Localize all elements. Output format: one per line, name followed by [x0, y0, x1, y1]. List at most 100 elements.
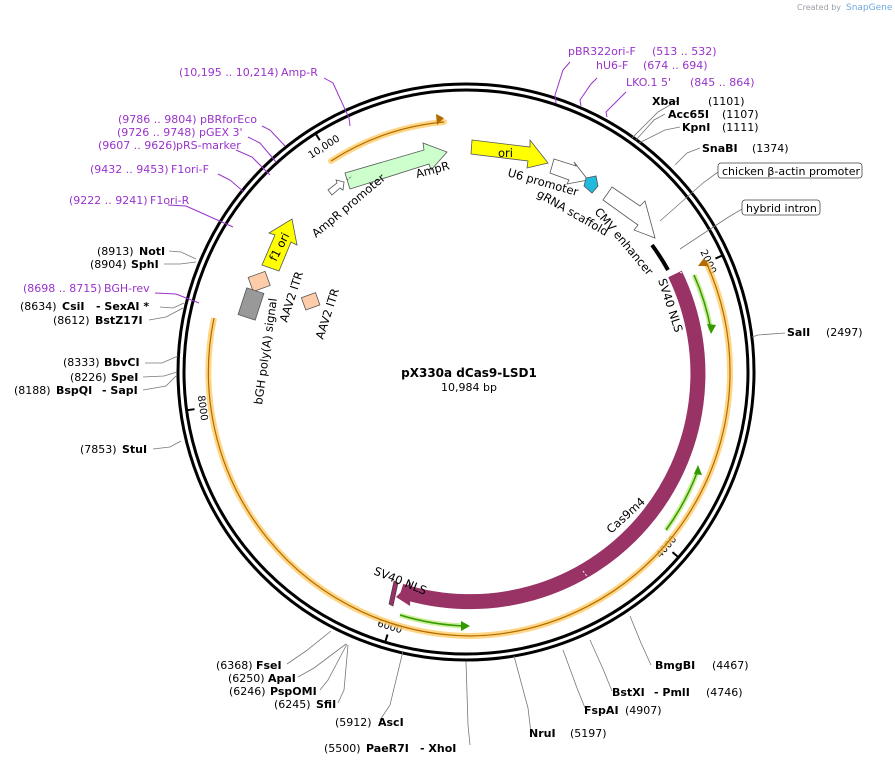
enzyme-bspqi-name: BspQI	[56, 384, 92, 397]
primer-lko1-range: (845 .. 864)	[690, 76, 755, 89]
enzyme-fsei-pos: (6368)	[216, 659, 253, 672]
primer-prs-marker-name: pRS-marker	[176, 139, 241, 152]
ori-feature	[470, 138, 549, 169]
enzyme-apai-name: ApaI	[268, 672, 296, 685]
enzyme-sfii-pos: (6245)	[274, 698, 311, 711]
enzyme-pspomi-pos: (6246)	[229, 685, 266, 698]
orange-arc-top-arrow	[436, 114, 444, 125]
enzyme-noti-name: NotI	[139, 245, 165, 258]
green-arc-3-arrow	[461, 621, 470, 631]
hybrid-intron-label: hybrid intron	[746, 202, 817, 215]
enzyme-nrui-name: NruI	[529, 727, 556, 740]
primer-amp-r-name: Amp-R	[281, 66, 318, 79]
enzyme-pmli-name: - PmlI	[654, 686, 690, 699]
enzyme-bstxi-pos: (4746)	[706, 686, 743, 699]
cas9m4-feature	[398, 270, 706, 610]
backbone-outer-ring	[176, 82, 756, 662]
enzyme-acc65i-name: Acc65I	[668, 108, 709, 121]
primer-f1ori-f-name: F1ori-F	[171, 163, 209, 176]
enzyme-csii-name: CsiI	[62, 300, 84, 313]
aav2-itr-feature-1	[247, 270, 271, 293]
primer-bgh-rev-name: BGH-rev	[104, 282, 150, 295]
enzyme-fspai-pos: (4907)	[625, 704, 662, 717]
bgh-polya-feature	[237, 287, 265, 321]
tick-mark-6000	[384, 634, 389, 643]
enzyme-bspqi-pos: (8188)	[14, 384, 51, 397]
enzyme-sali-pos: (2497)	[826, 326, 863, 339]
hybrid-intron-segment	[650, 243, 670, 271]
feature-label-aav2-itr-2: AAV2 ITR	[313, 287, 343, 341]
enzyme-bbvci-name: BbvCI	[104, 356, 140, 369]
enzyme-stui-name: StuI	[122, 443, 147, 456]
enzyme-sexai-name: - SexAI *	[96, 300, 149, 313]
enzyme-snabi-pos: (1374)	[752, 142, 789, 155]
primer-pgex3-name: pGEX 3'	[199, 126, 243, 139]
tick-mark-2000	[715, 254, 724, 260]
primer-pbrforeco-name: pBRforEco	[200, 113, 257, 126]
plasmid-size: 10,984 bp	[441, 381, 497, 394]
green-arc-1-arrow	[707, 324, 716, 334]
enzyme-stui-pos: (7853)	[80, 443, 117, 456]
enzyme-labels: XbaI (1101) Acc65I (1107) KpnI (1111) Sn…	[14, 95, 863, 755]
ampr-divider	[346, 175, 353, 181]
enzyme-kpni-pos: (1111)	[722, 121, 759, 134]
enzyme-fsei-name: FseI	[256, 659, 282, 672]
enzyme-csii-pos: (8634)	[20, 300, 57, 313]
orange-arc-main-arrow	[698, 258, 709, 266]
enzyme-fspai-name: FspAI	[584, 704, 619, 717]
chicken-beta-actin-promoter-label: chicken β-actin promoter	[722, 165, 860, 178]
primer-hu6-f-range: (674 .. 694)	[643, 59, 708, 72]
enzyme-nrui-pos: (5197)	[570, 727, 607, 740]
u6-promoter-feature	[549, 158, 589, 185]
enzyme-snabi-name: SnaBI	[702, 142, 738, 155]
enzyme-xbai-pos: (1101)	[708, 95, 745, 108]
plasmid-name: pX330a dCas9-LSD1	[401, 366, 537, 380]
enzyme-bstz17i-name: BstZ17I	[95, 314, 143, 327]
primer-prs-marker-range: (9607 .. 9626)	[98, 139, 177, 152]
enzyme-asci-name: AscI	[378, 716, 404, 729]
chicken-beta-actin-promoter-leader	[659, 171, 719, 222]
enzyme-sphi-pos: (8904)	[90, 258, 127, 271]
snapgene-logo-text: SnapGene	[846, 3, 893, 13]
enzyme-spei-pos: (8226)	[70, 371, 107, 384]
enzyme-xbai-name: XbaI	[652, 95, 680, 108]
enzyme-bstz17i-pos: (8612)	[53, 314, 90, 327]
tick-mark-8000	[186, 408, 195, 412]
enzyme-spei-name: SpeI	[111, 371, 138, 384]
grna-scaffold-feature	[583, 175, 599, 194]
enzyme-pspomi-name: PspOMI	[270, 685, 317, 698]
ampr-feature	[344, 142, 448, 190]
primer-pbrforeco-range: (9786 .. 9804)	[118, 113, 197, 126]
primer-pbr322ori-f-name: pBR322ori-F	[568, 45, 636, 58]
enzyme-paer7i-pos: (5500)	[324, 742, 361, 755]
ampr-promoter-feature	[327, 179, 345, 196]
feature-label-aav2-itr-1: AAV2 ITR	[277, 270, 307, 324]
enzyme-bbvci-pos: (8333)	[63, 356, 100, 369]
aav2-itr-feature-2	[300, 292, 321, 311]
primer-pbr322ori-f-range: (513 .. 532)	[652, 45, 717, 58]
enzyme-sapi-name: - SapI	[102, 384, 138, 397]
tick-label-8000: 8000	[195, 395, 209, 422]
cas9m4-arrowhead	[396, 582, 411, 606]
enzyme-bmgbi-pos: (4467)	[712, 659, 749, 672]
primer-lko1-name: LKO.1 5'	[626, 76, 671, 89]
primer-f1ori-r-name: F1ori-R	[150, 194, 190, 207]
enzyme-xhoi-name: - XhoI	[420, 742, 456, 755]
green-arc-2-arrow	[694, 465, 702, 475]
chicken-beta-actin-promoter-box	[717, 162, 863, 179]
orange-arc-main-line	[207, 261, 731, 637]
f1-ori-feature	[261, 218, 298, 272]
enzyme-sphi-name: SphI	[131, 258, 159, 271]
enzyme-sfii-name: SfiI	[316, 698, 336, 711]
primer-labels: pBR322ori-F (513 .. 532) hU6-F (674 .. 6…	[23, 45, 755, 295]
primer-pgex3-range: (9726 .. 9748)	[117, 126, 196, 139]
hybrid-intron-leader	[679, 208, 743, 250]
cmv-enhancer-feature	[602, 186, 656, 239]
primer-bgh-rev-range: (8698 .. 8715)	[23, 282, 102, 295]
enzyme-kpni-name: KpnI	[682, 121, 710, 134]
enzyme-sali-name: SalI	[787, 326, 810, 339]
enzyme-paer7i-name: PaeR7I	[366, 742, 409, 755]
sv40-nls-divider-mid	[582, 570, 594, 585]
tick-mark-10000	[314, 132, 321, 141]
